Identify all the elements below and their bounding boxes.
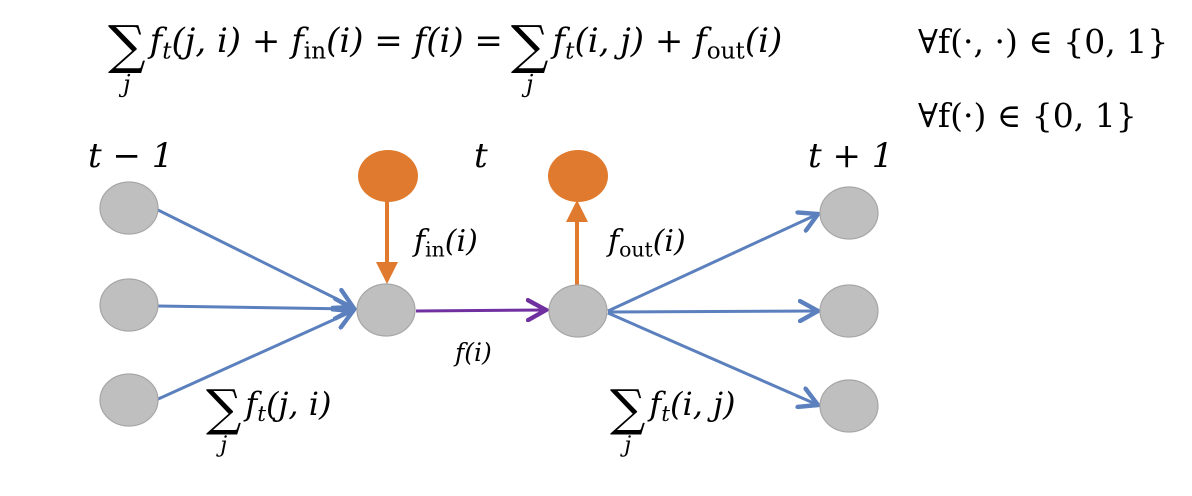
edge-out-1	[607, 214, 818, 313]
f-in-args: (i)	[444, 224, 478, 259]
lhs-sub: t	[162, 38, 172, 65]
edge-out-2	[607, 311, 818, 312]
node-next-1	[819, 186, 879, 240]
in-sub: in	[303, 38, 327, 65]
sum-in-sub: t	[257, 402, 266, 428]
f-out-f: f	[608, 224, 620, 259]
edge-f-i	[415, 310, 546, 311]
sum-out-args: (i, j)	[670, 385, 736, 423]
lhs-args: (j, i)	[171, 21, 242, 61]
constraint-node-binary: ∀f(·) ∈ {0, 1}	[918, 96, 1137, 135]
sigma-symbol: ∑	[610, 378, 646, 437]
edge-f-in-arrowhead	[376, 262, 398, 284]
edge-out-3	[607, 311, 818, 405]
constraint-edge-binary: ∀f(·, ·) ∈ {0, 1}	[918, 22, 1169, 61]
out-sub: out	[706, 38, 745, 65]
time-label-curr: t	[474, 136, 488, 176]
out-args: (i)	[744, 21, 783, 61]
sum-index: j	[624, 431, 632, 458]
equals-2: =	[474, 21, 503, 61]
in-f: f	[291, 21, 304, 61]
plus-2: +	[654, 21, 684, 61]
sum-index: j	[220, 431, 228, 458]
lhs-f: f	[149, 21, 163, 61]
node-next-2	[819, 284, 879, 338]
node-i-out	[548, 284, 608, 338]
label-sum-in: ∑ j ft(j, i)	[206, 378, 331, 456]
sum-in-f: f	[245, 385, 258, 423]
edge-f-out-arrowhead	[566, 200, 588, 222]
node-prev-3	[99, 373, 159, 427]
edge-in-2	[157, 306, 353, 309]
f-in-f: f	[414, 224, 426, 259]
label-sum-out: ∑ j ft(i, j)	[610, 378, 735, 456]
plus-1: +	[251, 21, 281, 61]
flow-conservation-equation: ∑ j ft(j, i) + fin(i) = f(i) = ∑ j ft(i,…	[108, 14, 782, 97]
label-f-in: fin(i)	[414, 224, 478, 262]
sum-out-f: f	[649, 385, 662, 423]
sum-index: j	[526, 69, 534, 98]
node-prev-1	[99, 181, 159, 235]
f-out-args: (i)	[652, 224, 686, 259]
sink-node	[548, 150, 608, 202]
f-in-sub: in	[425, 237, 445, 262]
sum-in-args: (j, i)	[266, 385, 332, 423]
sigma-symbol: ∑	[108, 15, 146, 77]
source-node	[358, 150, 418, 202]
node-prev-2	[99, 278, 159, 332]
sum-out-sub: t	[661, 402, 670, 428]
rhs-args: (i, j)	[574, 21, 644, 61]
node-i-in	[356, 283, 416, 337]
mid-term: f(i)	[413, 21, 464, 61]
out-f: f	[694, 21, 707, 61]
label-f-out: fout(i)	[608, 224, 686, 262]
equals-1: =	[374, 21, 403, 61]
sigma-symbol: ∑	[510, 15, 549, 77]
in-args: (i)	[326, 21, 364, 61]
edge-in-3	[155, 311, 353, 402]
time-label-next: t + 1	[808, 136, 894, 176]
f-out-sub: out	[619, 237, 653, 262]
sum-index: j	[123, 69, 131, 98]
node-next-3	[819, 379, 879, 433]
rhs-sub: t	[565, 38, 575, 65]
label-f-i: f(i)	[455, 338, 492, 367]
edge-in-1	[155, 207, 353, 307]
sigma-symbol: ∑	[206, 378, 242, 437]
sum-lhs: ∑ j	[108, 14, 146, 97]
rhs-f: f	[552, 21, 566, 61]
time-label-prev: t − 1	[88, 136, 174, 176]
sum-rhs: ∑ j	[511, 14, 549, 97]
